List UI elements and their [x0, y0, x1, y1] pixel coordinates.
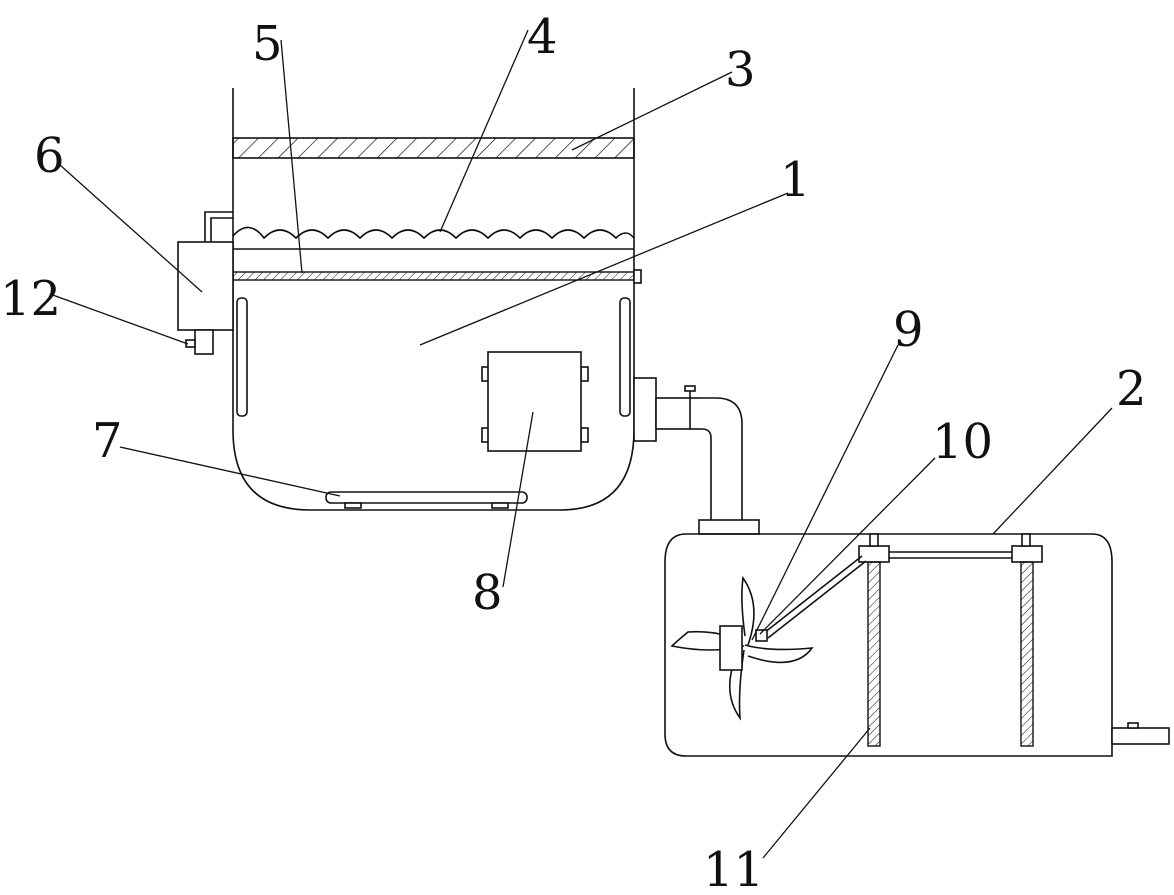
- hatched-post-left: [867, 561, 881, 747]
- bottom-bar: [325, 491, 528, 509]
- impeller: [670, 575, 814, 721]
- lower-tank: [664, 533, 1170, 757]
- callout-12: 12: [0, 271, 61, 327]
- side-unit: [177, 211, 234, 355]
- callout-9: 9: [893, 302, 924, 358]
- wall-strap-right: [619, 297, 631, 417]
- callout-7: 7: [92, 413, 123, 469]
- leader-lines: [49, 29, 1113, 859]
- callout-3: 3: [725, 42, 756, 98]
- callout-4: 4: [527, 9, 558, 65]
- hatched-plate: [232, 137, 635, 159]
- filter-layer: [232, 269, 642, 284]
- hatched-post-right: [1020, 561, 1034, 747]
- callout-1: 1: [780, 152, 811, 208]
- callout-11: 11: [703, 842, 764, 895]
- callout-2: 2: [1116, 361, 1147, 417]
- outlet-pipe: [633, 377, 760, 535]
- callout-8: 8: [472, 565, 503, 621]
- wall-strap-left: [236, 297, 248, 417]
- top-rail: [858, 533, 1043, 563]
- drive-rods: [755, 555, 867, 642]
- callout-labels: 5 4 3 6 1 12 9 2 10 7 8 11: [0, 9, 1147, 895]
- corrugated-element: [232, 226, 635, 250]
- callout-10: 10: [932, 414, 993, 470]
- callout-6: 6: [34, 128, 65, 184]
- central-box: [481, 351, 589, 452]
- callout-5: 5: [252, 16, 283, 72]
